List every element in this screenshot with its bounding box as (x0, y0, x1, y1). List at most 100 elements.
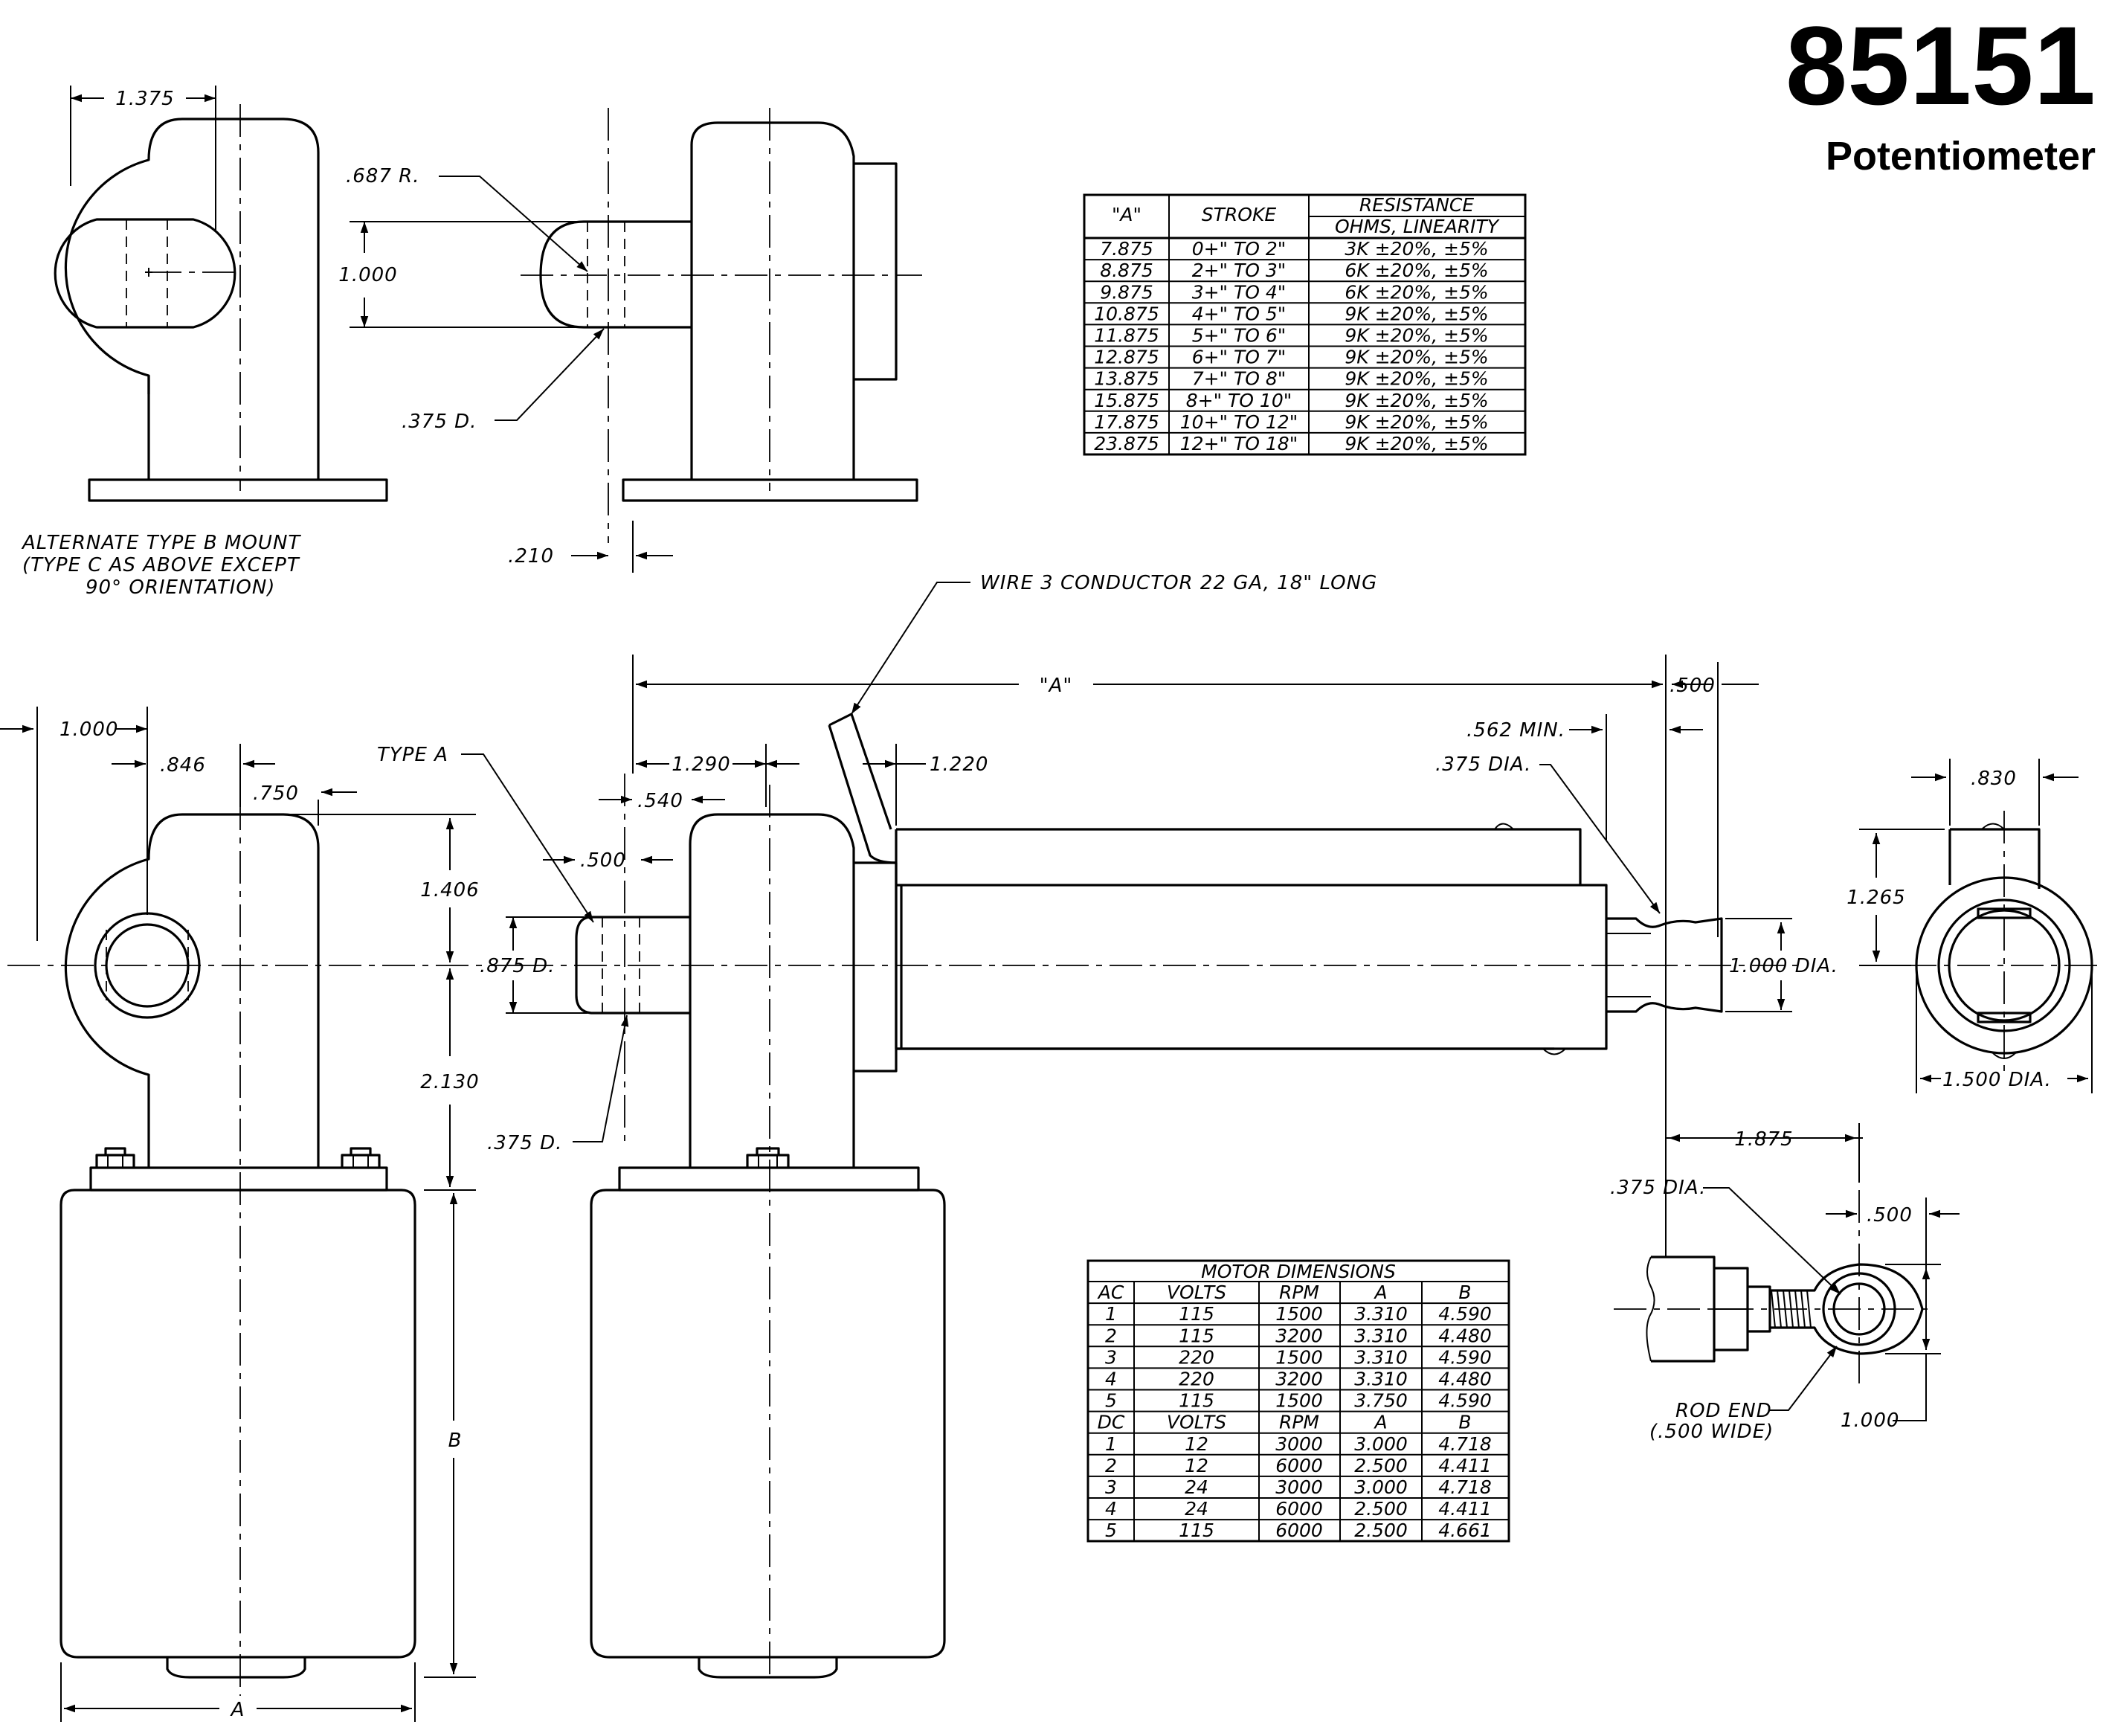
motor-cell: 3200 (1275, 1369, 1323, 1390)
motor-cell: 3.310 (1354, 1346, 1408, 1368)
front-view-dims: 1.000 .846 .750 1.406 2.130 B A (0, 707, 479, 1722)
note-rod-end-1: ROD END (1675, 1400, 1772, 1422)
motor-cell: RPM (1279, 1412, 1319, 1433)
motor-cell: 3.750 (1354, 1390, 1408, 1412)
motor-cell: 24 (1185, 1476, 1208, 1498)
actuator-dims: 1.290 1.220 .540 TYPE A .500 .875 D. .37… (377, 744, 1838, 1154)
res-cell: 6+" TO 7" (1192, 347, 1287, 368)
motor-cell: 1500 (1275, 1390, 1323, 1412)
res-cell: 23.875 (1094, 433, 1159, 454)
dim-540: .540 (637, 790, 683, 812)
res-cell: 12.875 (1094, 347, 1159, 368)
note-alt-mount-1: ALTERNATE TYPE B MOUNT (21, 532, 301, 554)
motor-cell: 2 (1105, 1455, 1117, 1476)
dim-500-type: .500 (580, 849, 626, 872)
alternate-mount-view (54, 104, 388, 502)
dim-a-stroke: "A" (1040, 675, 1073, 697)
dim-375-d-mid: .375 D. (487, 1132, 562, 1154)
res-cell: 9K ±20%, ±5% (1345, 411, 1488, 433)
res-cell: 13.875 (1094, 368, 1159, 390)
motor-cell: 6000 (1275, 1520, 1323, 1541)
res-cell: 9K ±20%, ±5% (1345, 325, 1488, 347)
note-type-a: TYPE A (377, 744, 448, 766)
res-cell: 9K ±20%, ±5% (1345, 368, 1488, 390)
note-wire: WIRE 3 CONDUCTOR 22 GA, 18" LONG (980, 572, 1377, 594)
motor-cell: 115 (1179, 1303, 1214, 1325)
rod-end-view (1904, 811, 2105, 1071)
res-cell: 3+" TO 4" (1192, 281, 1287, 303)
motor-cell: 4.718 (1438, 1433, 1492, 1455)
note-alt-mount-3: 90° ORIENTATION) (86, 576, 275, 599)
res-cell: 10.875 (1094, 303, 1159, 324)
motor-cell: 4.480 (1438, 1325, 1492, 1346)
motor-cell: 5 (1105, 1390, 1117, 1412)
dim-1406: 1.406 (420, 879, 479, 901)
part-subtitle: Potentiometer (1826, 134, 2096, 179)
motor-cell: DC (1098, 1412, 1125, 1433)
note-alt-mount-2: (TYPE C AS ABOVE EXCEPT (22, 554, 300, 576)
motor-cell: 2 (1105, 1325, 1117, 1346)
motor-cell: A (1373, 1282, 1387, 1303)
dim-1500-dia: 1.500 DIA. (1942, 1069, 2052, 1091)
motor-cell: 4.590 (1438, 1390, 1492, 1412)
res-cell: 2+" TO 3" (1192, 260, 1287, 281)
dim-875-d: .875 D. (480, 955, 555, 977)
motor-cell: 3200 (1275, 1325, 1323, 1346)
res-header-a: "A" (1112, 204, 1142, 225)
motor-cell: 115 (1179, 1520, 1214, 1541)
motor-cell: VOLTS (1167, 1412, 1226, 1433)
res-cell: 9K ±20%, ±5% (1345, 347, 1488, 368)
motor-cell: 2.500 (1354, 1455, 1408, 1476)
motor-cell: 220 (1179, 1369, 1214, 1390)
resistance-table: "A" STROKE RESISTANCE OHMS, LINEARITY 7.… (1083, 193, 1527, 456)
motor-cell: 4 (1105, 1369, 1117, 1390)
stroke-dim: "A" .500 .562 MIN. .375 DIA. (632, 655, 1759, 1257)
rod-end-view-dims: .830 1.265 1.500 DIA. (1846, 759, 2093, 1093)
motor-cell: 115 (1179, 1390, 1214, 1412)
motor-cell: A (1373, 1412, 1387, 1433)
dim-687-r: .687 R. (346, 165, 420, 187)
motor-cell: 12 (1185, 1455, 1208, 1476)
motor-cell: 1500 (1275, 1346, 1323, 1368)
res-cell: 0+" TO 2" (1192, 238, 1287, 260)
motor-cell: 3.000 (1354, 1476, 1408, 1498)
dim-b: B (448, 1430, 463, 1452)
dim-830: .830 (1971, 768, 2017, 790)
dim-1000-top: 1.000 (338, 264, 397, 286)
actuator-side-view (521, 713, 1800, 1681)
dim-500-end: .500 (1670, 675, 1716, 697)
dim-500-rod: .500 (1867, 1204, 1913, 1227)
motor-cell: 1 (1105, 1303, 1117, 1325)
res-cell: 7+" TO 8" (1192, 368, 1287, 390)
res-cell: 10+" TO 12" (1180, 411, 1298, 433)
motor-cell: 115 (1179, 1325, 1214, 1346)
mount-side-dims: 1.000 .687 R. .375 D. .210 (338, 165, 673, 573)
dim-1875: 1.875 (1734, 1128, 1793, 1151)
motor-cell: 4.661 (1438, 1520, 1492, 1541)
motor-cell: 220 (1179, 1346, 1214, 1368)
res-cell: 6K ±20%, ±5% (1345, 281, 1488, 303)
mount-side-view (521, 108, 922, 543)
motor-cell: 3.000 (1354, 1433, 1408, 1455)
res-cell: 12+" TO 18" (1180, 433, 1298, 454)
motor-cell: 3.310 (1354, 1369, 1408, 1390)
motor-cell: 5 (1105, 1520, 1117, 1541)
res-header-stroke: STROKE (1202, 204, 1277, 225)
dim-a-bottom: A (230, 1699, 245, 1721)
motor-cell: 3.310 (1354, 1325, 1408, 1346)
res-cell: 17.875 (1094, 411, 1159, 433)
dim-210: .210 (508, 545, 554, 568)
dim-1000-dia: 1.000 DIA. (1729, 955, 1838, 977)
motor-cell: 24 (1185, 1498, 1208, 1520)
res-header-resistance: RESISTANCE (1359, 194, 1475, 216)
res-cell: 7.875 (1100, 238, 1153, 260)
dim-846: .846 (160, 754, 206, 777)
res-cell: 9.875 (1100, 281, 1153, 303)
dim-375-d-top: .375 D. (402, 411, 477, 433)
dim-2130: 2.130 (420, 1071, 479, 1093)
res-cell: 11.875 (1094, 325, 1159, 347)
